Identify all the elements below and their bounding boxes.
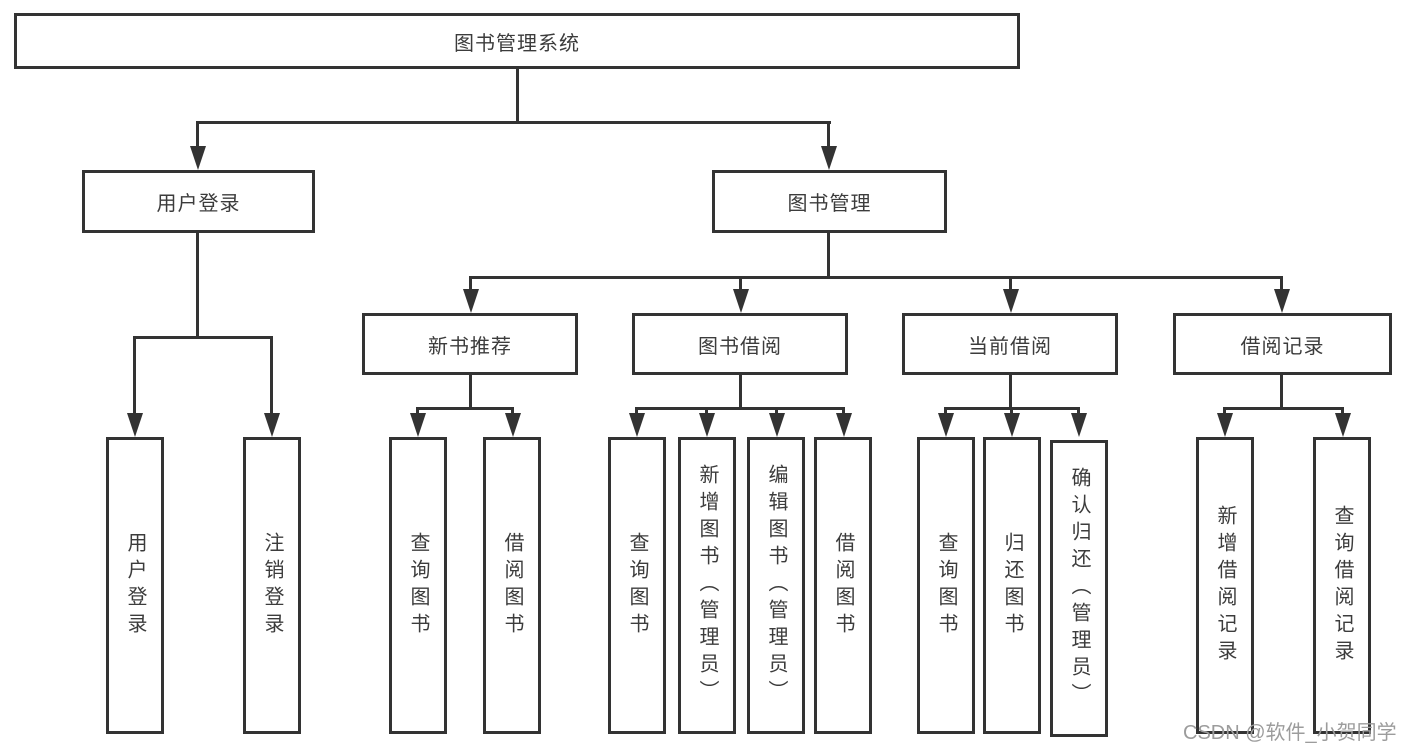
connector-line [827, 233, 830, 276]
node-label: 当前借阅 [968, 335, 1052, 358]
arrowhead-icon [769, 413, 785, 437]
connector-line [775, 407, 778, 417]
leaf-add-books-admin: 新增图书（管理员） [678, 437, 736, 734]
connector-line [270, 336, 273, 415]
leaf-label: 确认归还（管理员） [1068, 467, 1090, 710]
leaf-query-books-borrowing: 查询图书 [608, 437, 666, 734]
arrowhead-icon [463, 289, 479, 313]
connector-line [416, 407, 419, 417]
arrowhead-icon [1217, 413, 1233, 437]
node-borrowing-records: 借阅记录 [1173, 313, 1392, 375]
connector-line [1341, 407, 1344, 417]
node-user-login: 用户登录 [82, 170, 315, 233]
leaf-return-books: 归还图书 [983, 437, 1041, 734]
node-book-borrowing: 图书借阅 [632, 313, 848, 375]
node-label: 用户登录 [156, 193, 241, 215]
connector-line [1009, 276, 1012, 292]
leaf-query-books-recommend: 查询图书 [389, 437, 447, 734]
arrowhead-icon [127, 413, 143, 437]
connector-line [516, 69, 519, 121]
connector-line [196, 233, 199, 336]
connector-line [1280, 276, 1283, 292]
arrowhead-icon [1071, 413, 1087, 437]
leaf-label: 编辑图书（管理员） [765, 464, 787, 707]
leaf-label: 归还图书 [1001, 531, 1023, 640]
leaf-label: 借阅图书 [501, 531, 523, 640]
arrowhead-icon [1274, 289, 1290, 313]
connector-line [635, 407, 845, 410]
node-label: 借阅记录 [1240, 335, 1325, 358]
leaf-borrow-books-recommend: 借阅图书 [483, 437, 541, 734]
connector-line [842, 407, 845, 417]
leaf-edit-books-admin: 编辑图书（管理员） [747, 437, 805, 734]
arrowhead-icon [1335, 413, 1351, 437]
arrowhead-icon [1003, 289, 1019, 313]
leaf-query-books-current: 查询图书 [917, 437, 975, 734]
connector-line [469, 276, 1283, 279]
leaf-label: 查询图书 [407, 531, 429, 640]
connector-line [133, 336, 273, 339]
leaf-label: 新增借阅记录 [1214, 504, 1236, 667]
arrowhead-icon [190, 146, 206, 170]
connector-line [1223, 407, 1343, 410]
arrowhead-icon [1004, 413, 1020, 437]
csdn-watermark: CSDN @软件_小贺同学 [1183, 722, 1397, 744]
leaf-label: 注销登录 [261, 531, 283, 640]
arrowhead-icon [264, 413, 280, 437]
arrowhead-icon [629, 413, 645, 437]
connector-line [469, 276, 472, 292]
arrowhead-icon [733, 289, 749, 313]
leaf-label: 查询图书 [626, 531, 648, 640]
leaf-label: 用户登录 [124, 531, 146, 640]
connector-line [511, 407, 514, 417]
leaf-label: 查询借阅记录 [1331, 504, 1353, 667]
leaf-logout: 注销登录 [243, 437, 301, 734]
node-library-management-system: 图书管理系统 [14, 13, 1020, 69]
connector-line [635, 407, 638, 417]
connector-line [1009, 375, 1012, 407]
node-book-management: 图书管理 [712, 170, 947, 233]
connector-line [196, 121, 831, 124]
leaf-add-borrow-record: 新增借阅记录 [1196, 437, 1254, 734]
arrowhead-icon [821, 146, 837, 170]
connector-line [739, 276, 742, 292]
leaf-user-login: 用户登录 [106, 437, 164, 734]
leaf-confirm-return-admin: 确认归还（管理员） [1050, 440, 1108, 737]
connector-line [196, 121, 199, 151]
leaf-label: 借阅图书 [832, 531, 854, 640]
leaf-query-borrow-record: 查询借阅记录 [1313, 437, 1371, 734]
connector-line [416, 407, 514, 410]
arrowhead-icon [699, 413, 715, 437]
connector-line [705, 407, 708, 417]
connector-line [944, 407, 947, 417]
connector-line [1077, 407, 1080, 417]
node-label: 图书管理 [787, 193, 872, 215]
leaf-label: 新增图书（管理员） [696, 464, 718, 707]
arrowhead-icon [505, 413, 521, 437]
connector-line [827, 121, 830, 151]
node-label: 图书借阅 [698, 335, 782, 358]
node-new-book-recommendation: 新书推荐 [362, 313, 578, 375]
connector-line [1280, 375, 1283, 407]
leaf-label: 查询图书 [935, 531, 957, 640]
connector-line [1010, 407, 1013, 417]
connector-line [469, 375, 472, 407]
connector-line [739, 375, 742, 407]
node-label: 图书管理系统 [454, 32, 580, 55]
arrowhead-icon [836, 413, 852, 437]
connector-line [1223, 407, 1226, 417]
arrowhead-icon [938, 413, 954, 437]
arrowhead-icon [410, 413, 426, 437]
node-current-borrowing: 当前借阅 [902, 313, 1118, 375]
node-label: 新书推荐 [428, 335, 512, 358]
connector-line [133, 336, 136, 415]
leaf-borrow-books: 借阅图书 [814, 437, 872, 734]
